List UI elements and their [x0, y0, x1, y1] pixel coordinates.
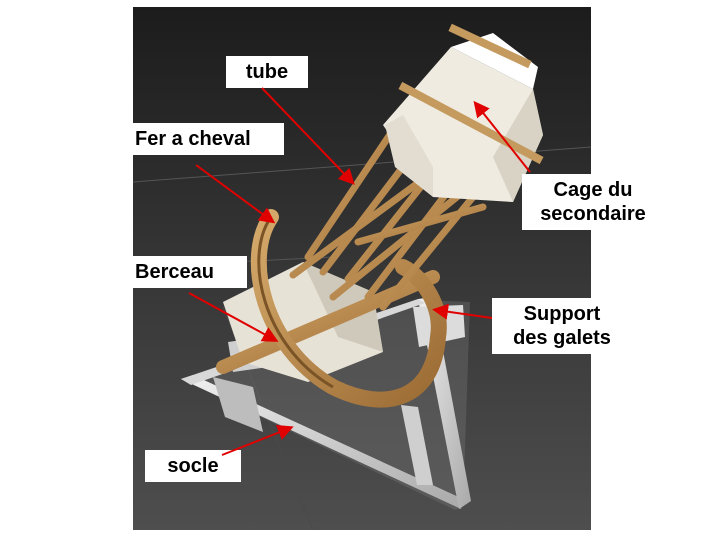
- label-fer-a-cheval: Fer a cheval: [127, 123, 284, 155]
- label-tube: tube: [226, 56, 308, 88]
- label-socle: socle: [145, 450, 241, 482]
- label-support-des-galets: Support des galets: [492, 298, 632, 354]
- label-support-line2: des galets: [513, 327, 611, 349]
- label-cage-line1: Cage du: [553, 179, 633, 201]
- label-cage-du-secondaire: Cage du secondaire: [522, 174, 664, 230]
- telescope-model-photo: [133, 7, 591, 530]
- label-cage-line2: secondaire: [540, 203, 646, 225]
- label-berceau: Berceau: [127, 256, 247, 288]
- label-support-line1: Support: [523, 303, 601, 325]
